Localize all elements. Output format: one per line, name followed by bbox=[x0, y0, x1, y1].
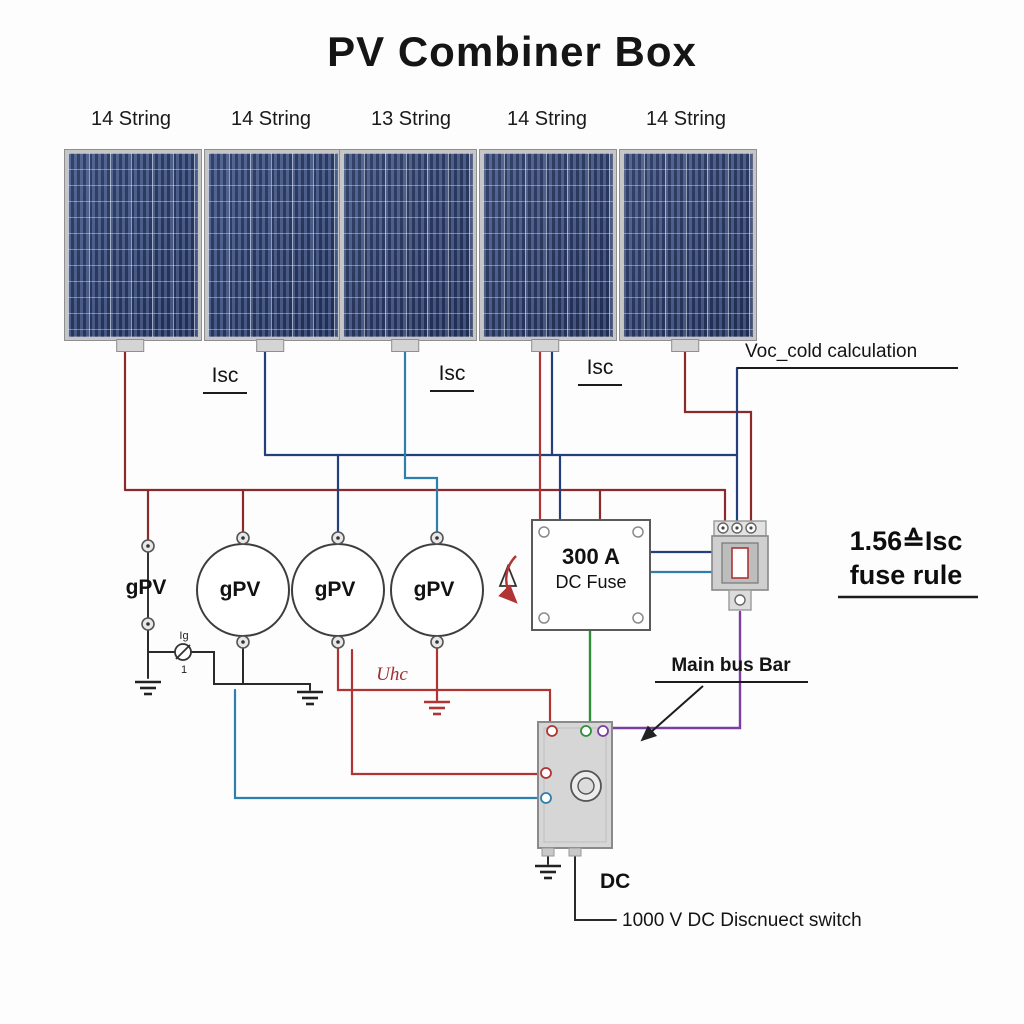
string-label-2: 14 String bbox=[230, 108, 312, 130]
ground-symbol-1 bbox=[135, 680, 161, 696]
isc-label-3: Isc bbox=[586, 356, 614, 379]
gpv-fuse-circle-2 bbox=[196, 531, 290, 649]
disconnect-switch-label: 1000 V DC Discnuect switch bbox=[622, 910, 862, 931]
black-wires bbox=[147, 629, 617, 921]
gpv-label-1: gPV bbox=[125, 576, 167, 599]
ground-symbol-4 bbox=[535, 864, 561, 880]
fuse-rule-line2: fuse rule bbox=[849, 560, 963, 590]
annotation-lines bbox=[203, 367, 978, 742]
pv-panel-1 bbox=[64, 149, 202, 341]
string-label-4: 14 String bbox=[506, 108, 588, 130]
dc-fuse-label: DC Fuse bbox=[555, 572, 627, 592]
pv-panel-3 bbox=[339, 149, 477, 341]
uhc-label: Uhc bbox=[376, 664, 408, 685]
string-fuse-1 bbox=[141, 539, 155, 631]
gpv-label-4: gPV bbox=[413, 578, 455, 601]
ground-symbol-3 bbox=[424, 700, 450, 716]
isc-label-2: Isc bbox=[438, 362, 466, 385]
main-bus-bar-label: Main bus Bar bbox=[671, 655, 791, 676]
dc-label: DC bbox=[600, 870, 631, 893]
gpv-label-2: gPV bbox=[219, 578, 261, 601]
dc-fuse-box bbox=[531, 519, 651, 631]
dc-fuse-rating: 300 A bbox=[562, 544, 620, 569]
ground-symbol-2 bbox=[297, 690, 323, 706]
string-label-5: 14 String bbox=[645, 108, 727, 130]
pv-panel-5 bbox=[619, 149, 757, 341]
voc-cold-label: Voc_cold calculation bbox=[745, 341, 918, 362]
gpv-fuse-circle-4 bbox=[390, 531, 484, 649]
isc-label-1: Isc bbox=[211, 364, 239, 387]
red-wires bbox=[336, 343, 552, 776]
pv-panel-2 bbox=[204, 149, 342, 341]
pv-panel-4 bbox=[479, 149, 617, 341]
string-label-3: 13 String bbox=[370, 108, 452, 130]
teal-wires bbox=[233, 343, 714, 800]
surge-arrow bbox=[498, 555, 518, 604]
fuse-holder bbox=[711, 520, 769, 611]
string-label-1: 14 String bbox=[90, 108, 172, 130]
dark-red-wires bbox=[123, 343, 753, 542]
page-title: PV Combiner Box bbox=[327, 28, 697, 75]
inline-fuse-ig bbox=[174, 643, 192, 661]
ig-label: Ig bbox=[179, 630, 189, 642]
ig-sub-label: 1 bbox=[180, 664, 188, 676]
gpv-fuse-circle-3 bbox=[291, 531, 385, 649]
fuse-rule-line1: 1.56≙Isc bbox=[849, 526, 963, 556]
dark-blue-wires bbox=[263, 343, 739, 554]
gpv-label-3: gPV bbox=[314, 578, 356, 601]
dc-disconnect-box bbox=[537, 721, 613, 857]
